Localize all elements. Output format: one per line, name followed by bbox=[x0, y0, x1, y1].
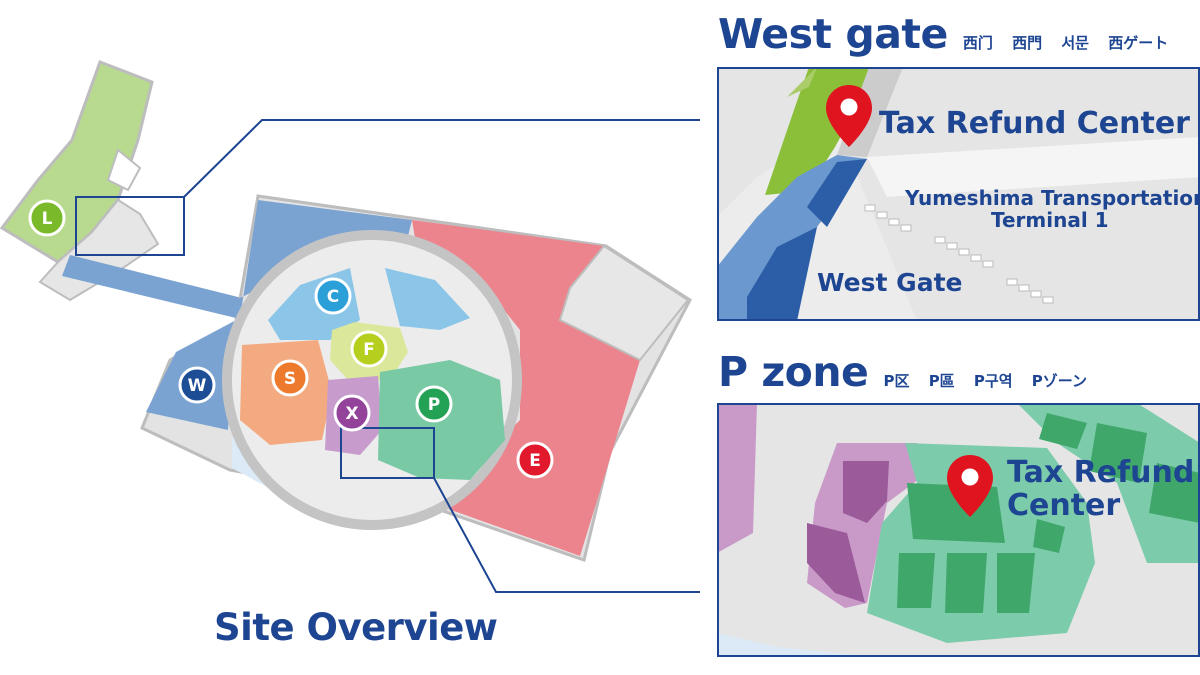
translation-ko: P구역 bbox=[973, 372, 1013, 390]
p-zone-heading: P zone P区 P區 P구역 Pゾーン bbox=[718, 348, 1101, 396]
west-gate-callout-box[interactable] bbox=[75, 196, 185, 256]
translation-ko: 서문 bbox=[1061, 34, 1089, 52]
west-gate-label: West Gate bbox=[817, 268, 962, 297]
site-overview-title: Site Overview bbox=[214, 606, 498, 649]
zone-marker-circle bbox=[28, 199, 66, 237]
zone-marker-letter: C bbox=[327, 287, 339, 307]
p-zone-pin-label-line1: Tax Refund bbox=[1007, 455, 1194, 490]
p-zone-detail-map: Tax Refund Center bbox=[717, 403, 1200, 657]
p-zone-pin-label-line2: Center bbox=[1007, 488, 1120, 523]
zone-marker-circle bbox=[314, 277, 352, 315]
zone-marker-circle bbox=[350, 330, 388, 368]
terminal-label-line1: Yumeshima Transportation bbox=[904, 186, 1200, 210]
west-gate-location-pin-icon[interactable] bbox=[826, 85, 872, 147]
translation-zh-tw: P區 bbox=[928, 372, 955, 390]
west-gate-leader-line bbox=[183, 119, 700, 198]
west-gate-heading: West gate 西门 西門 서문 西ゲート bbox=[718, 10, 1182, 58]
p-zone-callout-box[interactable] bbox=[340, 427, 435, 479]
zone-marker-x[interactable]: X bbox=[333, 394, 371, 432]
terminal-label-line2: Terminal 1 bbox=[991, 208, 1109, 232]
zone-marker-letter: E bbox=[529, 451, 541, 471]
site-overview-map: L C F W S X P E bbox=[0, 60, 700, 593]
p-zone-leader-line bbox=[433, 477, 700, 593]
zone-marker-circle bbox=[333, 394, 371, 432]
translation-ja: 西ゲート bbox=[1108, 34, 1169, 52]
translation-zh-cn: 西门 bbox=[962, 34, 993, 52]
zone-marker-circle bbox=[271, 359, 309, 397]
translation-zh-cn: P区 bbox=[883, 372, 910, 390]
west-gate-title: West gate bbox=[718, 10, 948, 58]
zone-marker-w[interactable]: W bbox=[178, 366, 216, 404]
zone-marker-circle bbox=[415, 385, 453, 423]
zone-marker-f[interactable]: F bbox=[350, 330, 388, 368]
zone-marker-circle bbox=[178, 366, 216, 404]
p-zone-location-pin-icon[interactable] bbox=[947, 455, 993, 517]
translation-ja: Pゾーン bbox=[1031, 372, 1088, 390]
zone-marker-letter: F bbox=[363, 340, 375, 360]
zone-marker-circle bbox=[516, 441, 554, 479]
zone-marker-letter: W bbox=[188, 376, 207, 396]
translation-zh-tw: 西門 bbox=[1012, 34, 1043, 52]
zone-marker-letter: L bbox=[42, 209, 53, 229]
zone-marker-c[interactable]: C bbox=[314, 277, 352, 315]
zone-marker-letter: P bbox=[428, 395, 440, 415]
p-zone-translations: P区 P區 P구역 Pゾーン bbox=[883, 372, 1101, 390]
zone-marker-l[interactable]: L bbox=[28, 199, 66, 237]
zone-marker-p[interactable]: P bbox=[415, 385, 453, 423]
west-gate-translations: 西门 西門 서문 西ゲート bbox=[963, 34, 1182, 52]
p-zone-title: P zone bbox=[718, 348, 869, 396]
zone-marker-letter: S bbox=[284, 369, 296, 389]
zone-marker-letter: X bbox=[345, 404, 358, 424]
zone-marker-s[interactable]: S bbox=[271, 359, 309, 397]
west-gate-detail-map: Tax Refund Center Yumeshima Transportati… bbox=[717, 67, 1200, 321]
west-gate-pin-label: Tax Refund Center bbox=[879, 106, 1190, 141]
zone-marker-e[interactable]: E bbox=[516, 441, 554, 479]
